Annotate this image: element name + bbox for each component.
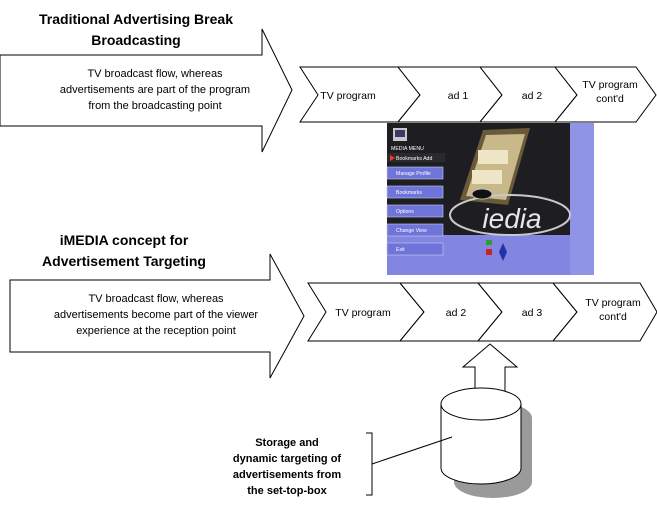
top-chevron-tv-program-contd	[553, 66, 657, 123]
top-chevron-label-2: ad 1	[448, 90, 469, 102]
screenshot-menu-label-2: Bookmarks	[396, 190, 422, 196]
screenshot-small-icon-red	[486, 249, 492, 255]
screenshot-menu-item-bookmarks	[386, 185, 444, 199]
bottom-desc-line2: advertisements become part of the viewer	[54, 309, 259, 321]
screenshot-menu-item-options	[386, 204, 444, 218]
top-title-line1: Traditional Advertising Break	[39, 11, 233, 27]
screenshot-menu-label-1: Manage Profile	[396, 171, 431, 177]
screenshot-menu-label-5: Exit	[396, 247, 405, 253]
storage-label-line1: Storage and	[255, 437, 319, 449]
top-title-line2: Broadcasting	[91, 32, 180, 48]
screenshot-menu-title: MEDIA MENU	[391, 146, 424, 152]
bottom-title-line2: Advertisement Targeting	[42, 253, 206, 269]
bottom-title-line1: iMEDIA concept for	[60, 232, 189, 248]
bottom-chevron-tv-program-contd	[551, 282, 657, 342]
top-chevron-label-3: ad 2	[522, 90, 543, 102]
top-desc-line1: TV broadcast flow, whereas	[87, 68, 223, 80]
storage-callout-pointer	[371, 436, 453, 465]
screenshot-logo-text: iedia	[482, 203, 541, 234]
bottom-desc-line1: TV broadcast flow, whereas	[88, 293, 224, 305]
bottom-chevron-label-4b: cont'd	[599, 311, 627, 323]
screenshot-active-item: Bookmarks Add	[396, 156, 432, 162]
screenshot-menu-label-3: Options	[396, 209, 414, 215]
storage-label-line3: advertisements from	[233, 469, 341, 481]
top-chevron-label-4b: cont'd	[596, 93, 624, 105]
bottom-chevron-label-4a: TV program	[585, 297, 641, 309]
screenshot-menu-label-4: Change View	[396, 228, 427, 234]
screenshot-menu-item-change-view	[386, 223, 444, 237]
imedia-screenshot: iedia MEDIA MENU Bookmarks Add Manage Pr…	[386, 123, 594, 275]
top-flow-arrow	[0, 28, 293, 153]
screenshot-small-icon-blue	[499, 243, 507, 261]
screenshot-menu-item-exit	[386, 242, 444, 256]
top-chevron-label-4a: TV program	[582, 79, 638, 91]
storage-cylinder	[440, 387, 532, 498]
screenshot-small-icon-green	[486, 240, 492, 245]
bottom-chevron-label-3: ad 3	[522, 307, 543, 319]
bottom-desc-line3: experience at the reception point	[76, 325, 236, 337]
top-chevron-label-1: TV program	[320, 90, 376, 102]
storage-label-line2: dynamic targeting of	[233, 453, 342, 465]
top-desc-line3: from the broadcasting point	[88, 100, 221, 112]
screenshot-menu-item-manage-profile	[386, 166, 444, 180]
bottom-flow-arrow	[9, 253, 305, 379]
storage-callout-line	[366, 432, 373, 496]
bottom-chevron-label-1: TV program	[335, 307, 391, 319]
storage-label-line4: the set-top-box	[247, 485, 327, 497]
top-desc-line2: advertisements are part of the program	[60, 84, 250, 96]
bottom-chevron-label-2: ad 2	[446, 307, 467, 319]
